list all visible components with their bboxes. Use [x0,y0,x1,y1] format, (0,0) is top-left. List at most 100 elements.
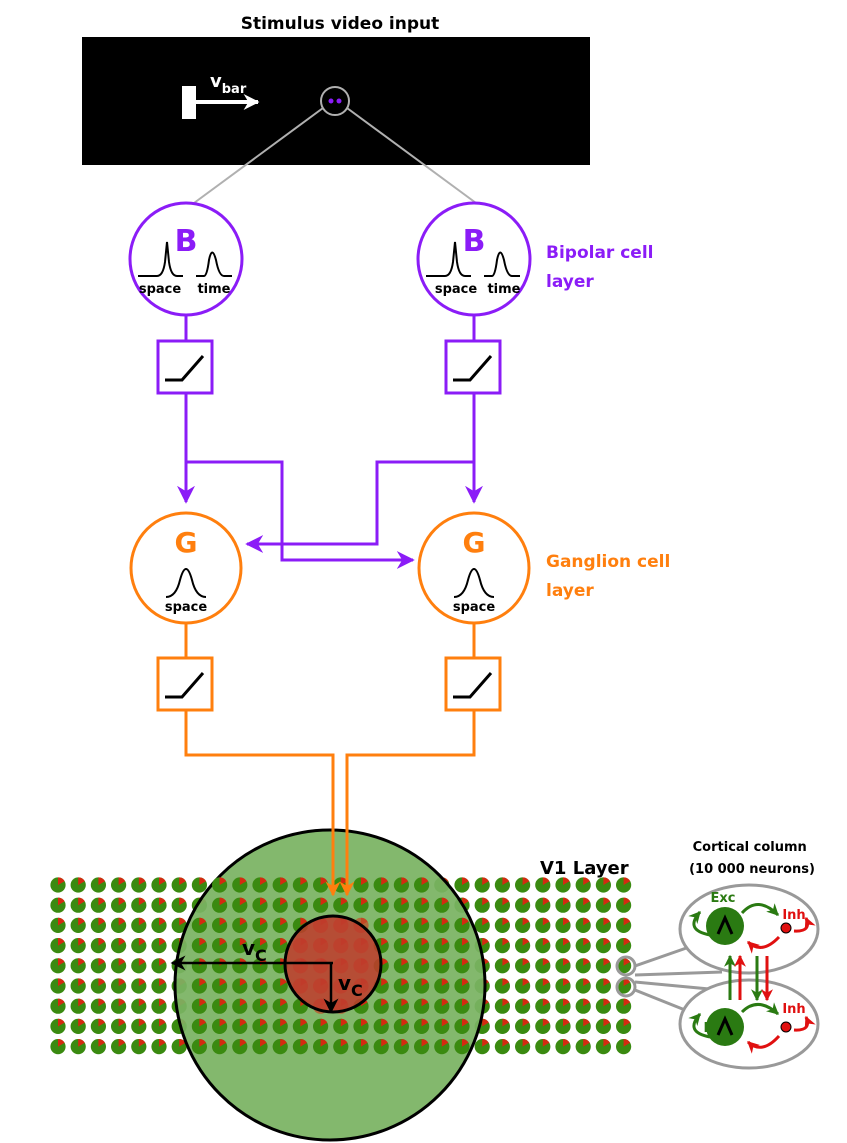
v1-neuron [494,978,510,994]
v1-neuron [434,1039,450,1055]
v1-neuron [151,897,167,913]
v1-neuron [373,1039,389,1055]
receptive-field-circle [320,86,350,116]
v1-neuron [131,897,147,913]
v1-neuron [131,998,147,1014]
v1-neuron [272,998,288,1014]
v1-neuron [454,917,470,934]
v1-neuron [393,877,409,893]
v1-neuron [191,877,207,893]
v1-layer-label: V1 Layer [540,858,629,879]
v1-neuron [393,897,409,913]
v1-neuron [616,1018,632,1034]
v1-neuron [494,958,510,974]
v1-neuron [595,958,612,974]
v1-neuron [212,897,228,913]
vc-label-horizontal: vC [242,936,267,965]
v1-neuron [151,877,167,893]
v1-neuron [393,998,409,1014]
v1-neuron [111,877,127,893]
v1-neuron [515,937,531,954]
v1-neuron [70,917,86,934]
v1-neuron [131,917,147,934]
svg-text:time: time [487,282,520,297]
v1-neuron [575,1018,591,1034]
v1-neuron [373,998,389,1014]
v1-neuron [292,897,308,913]
v1-neuron [414,897,430,913]
svg-text:Inh: Inh [782,908,805,923]
v1-neuron [535,1018,551,1034]
v1-neuron [535,897,551,913]
v1-neuron [414,998,430,1014]
v1-neuron [333,1039,349,1055]
v1-neuron [111,1039,127,1055]
bipolar-cell-left: B space time [128,201,244,317]
v1-neuron [595,917,612,934]
v1-neuron [434,897,450,913]
v1-neuron [131,958,147,974]
v1-neuron [131,978,147,994]
svg-text:space: space [435,282,478,297]
v1-neuron [535,937,551,954]
v1-neuron [333,1018,349,1034]
bipolar-rectifier-right [444,339,502,395]
v1-neuron [232,917,248,934]
v1-neuron [313,897,329,913]
v1-neuron [616,897,632,913]
v1-neuron [90,998,106,1014]
v1-neuron [555,917,571,934]
v1-neuron [151,917,167,934]
v1-neuron [151,998,167,1014]
v1-neuron [353,897,369,913]
v1-neuron [212,998,228,1014]
v1-neuron [555,978,571,994]
v1-neuron [70,897,86,913]
bipolar-cell-right: B space time [416,201,532,317]
v1-neuron [212,937,228,954]
ganglion-rectifier-right [444,656,502,712]
v1-neuron [575,897,591,913]
v1-neuron [232,897,248,913]
v1-neuron [595,897,612,913]
v1-neuron [434,978,450,994]
bipolar-rectifier-left [156,339,214,395]
v1-neuron [434,937,450,954]
v1-neuron [595,1039,612,1055]
v1-neuron [494,877,510,893]
v1-neuron [50,998,66,1014]
v1-neuron [191,978,207,994]
v1-neuron [414,978,430,994]
v1-neuron [494,897,510,913]
svg-text:G: G [175,526,198,559]
v1-neuron [90,958,106,974]
v1-neuron [575,998,591,1014]
v1-neuron [191,937,207,954]
v1-neuron [595,937,612,954]
v1-neuron [191,1039,207,1055]
v1-neuron [191,1018,207,1034]
v1-neuron [252,1018,268,1034]
v1-neuron [494,998,510,1014]
ganglion-rectifier-left [156,656,214,712]
v1-neuron [555,958,571,974]
v1-neuron [252,877,268,893]
v1-neuron [70,1018,86,1034]
v1-neuron [131,877,147,893]
v1-neuron [50,937,66,954]
v1-neuron [90,877,106,893]
v1-neuron [151,1018,167,1034]
v1-neuron [171,877,187,893]
v1-neuron [70,937,86,954]
v1-neuron [575,1039,591,1055]
v1-neuron [252,937,268,954]
v1-neuron [393,937,409,954]
ganglion-to-v1-connections [184,710,476,897]
svg-text:Inh: Inh [782,1002,805,1017]
v1-neuron [313,1018,329,1034]
v1-neuron [555,1039,571,1055]
v1-neuron [616,958,632,974]
v1-neuron [333,897,349,913]
receptive-field-dot-right [336,98,342,104]
